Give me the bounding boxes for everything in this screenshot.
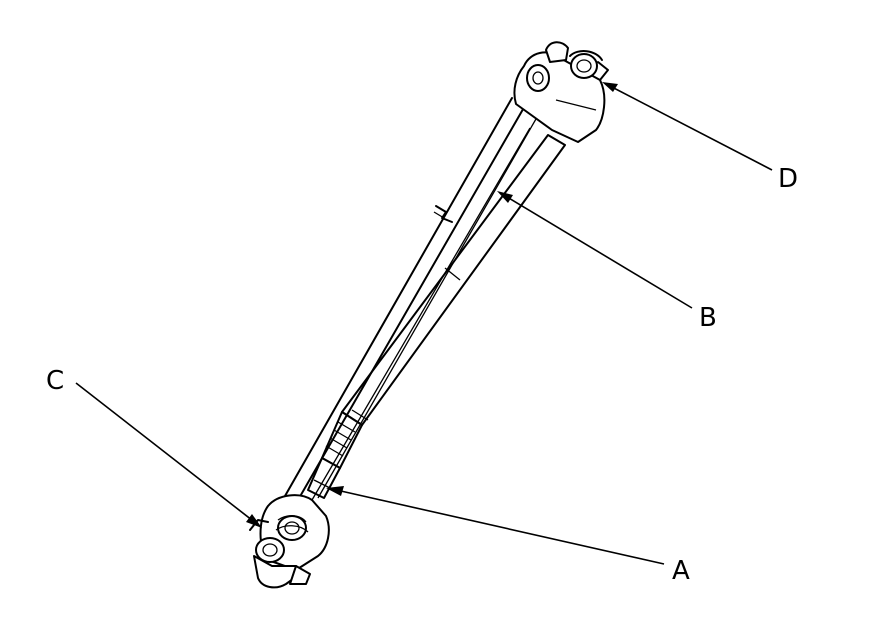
upper-universal-joint	[513, 41, 609, 143]
lower-universal-joint	[249, 494, 330, 589]
callout-label-d: D	[778, 164, 798, 194]
leader-c	[75, 382, 262, 528]
leader-d	[602, 82, 773, 171]
callout-label-a: A	[672, 556, 690, 586]
leader-b	[497, 191, 693, 309]
callout-label-c: C	[46, 366, 64, 396]
steering-column-shaft	[284, 97, 566, 501]
callout-label-b: B	[699, 303, 717, 333]
leader-a	[326, 486, 665, 565]
